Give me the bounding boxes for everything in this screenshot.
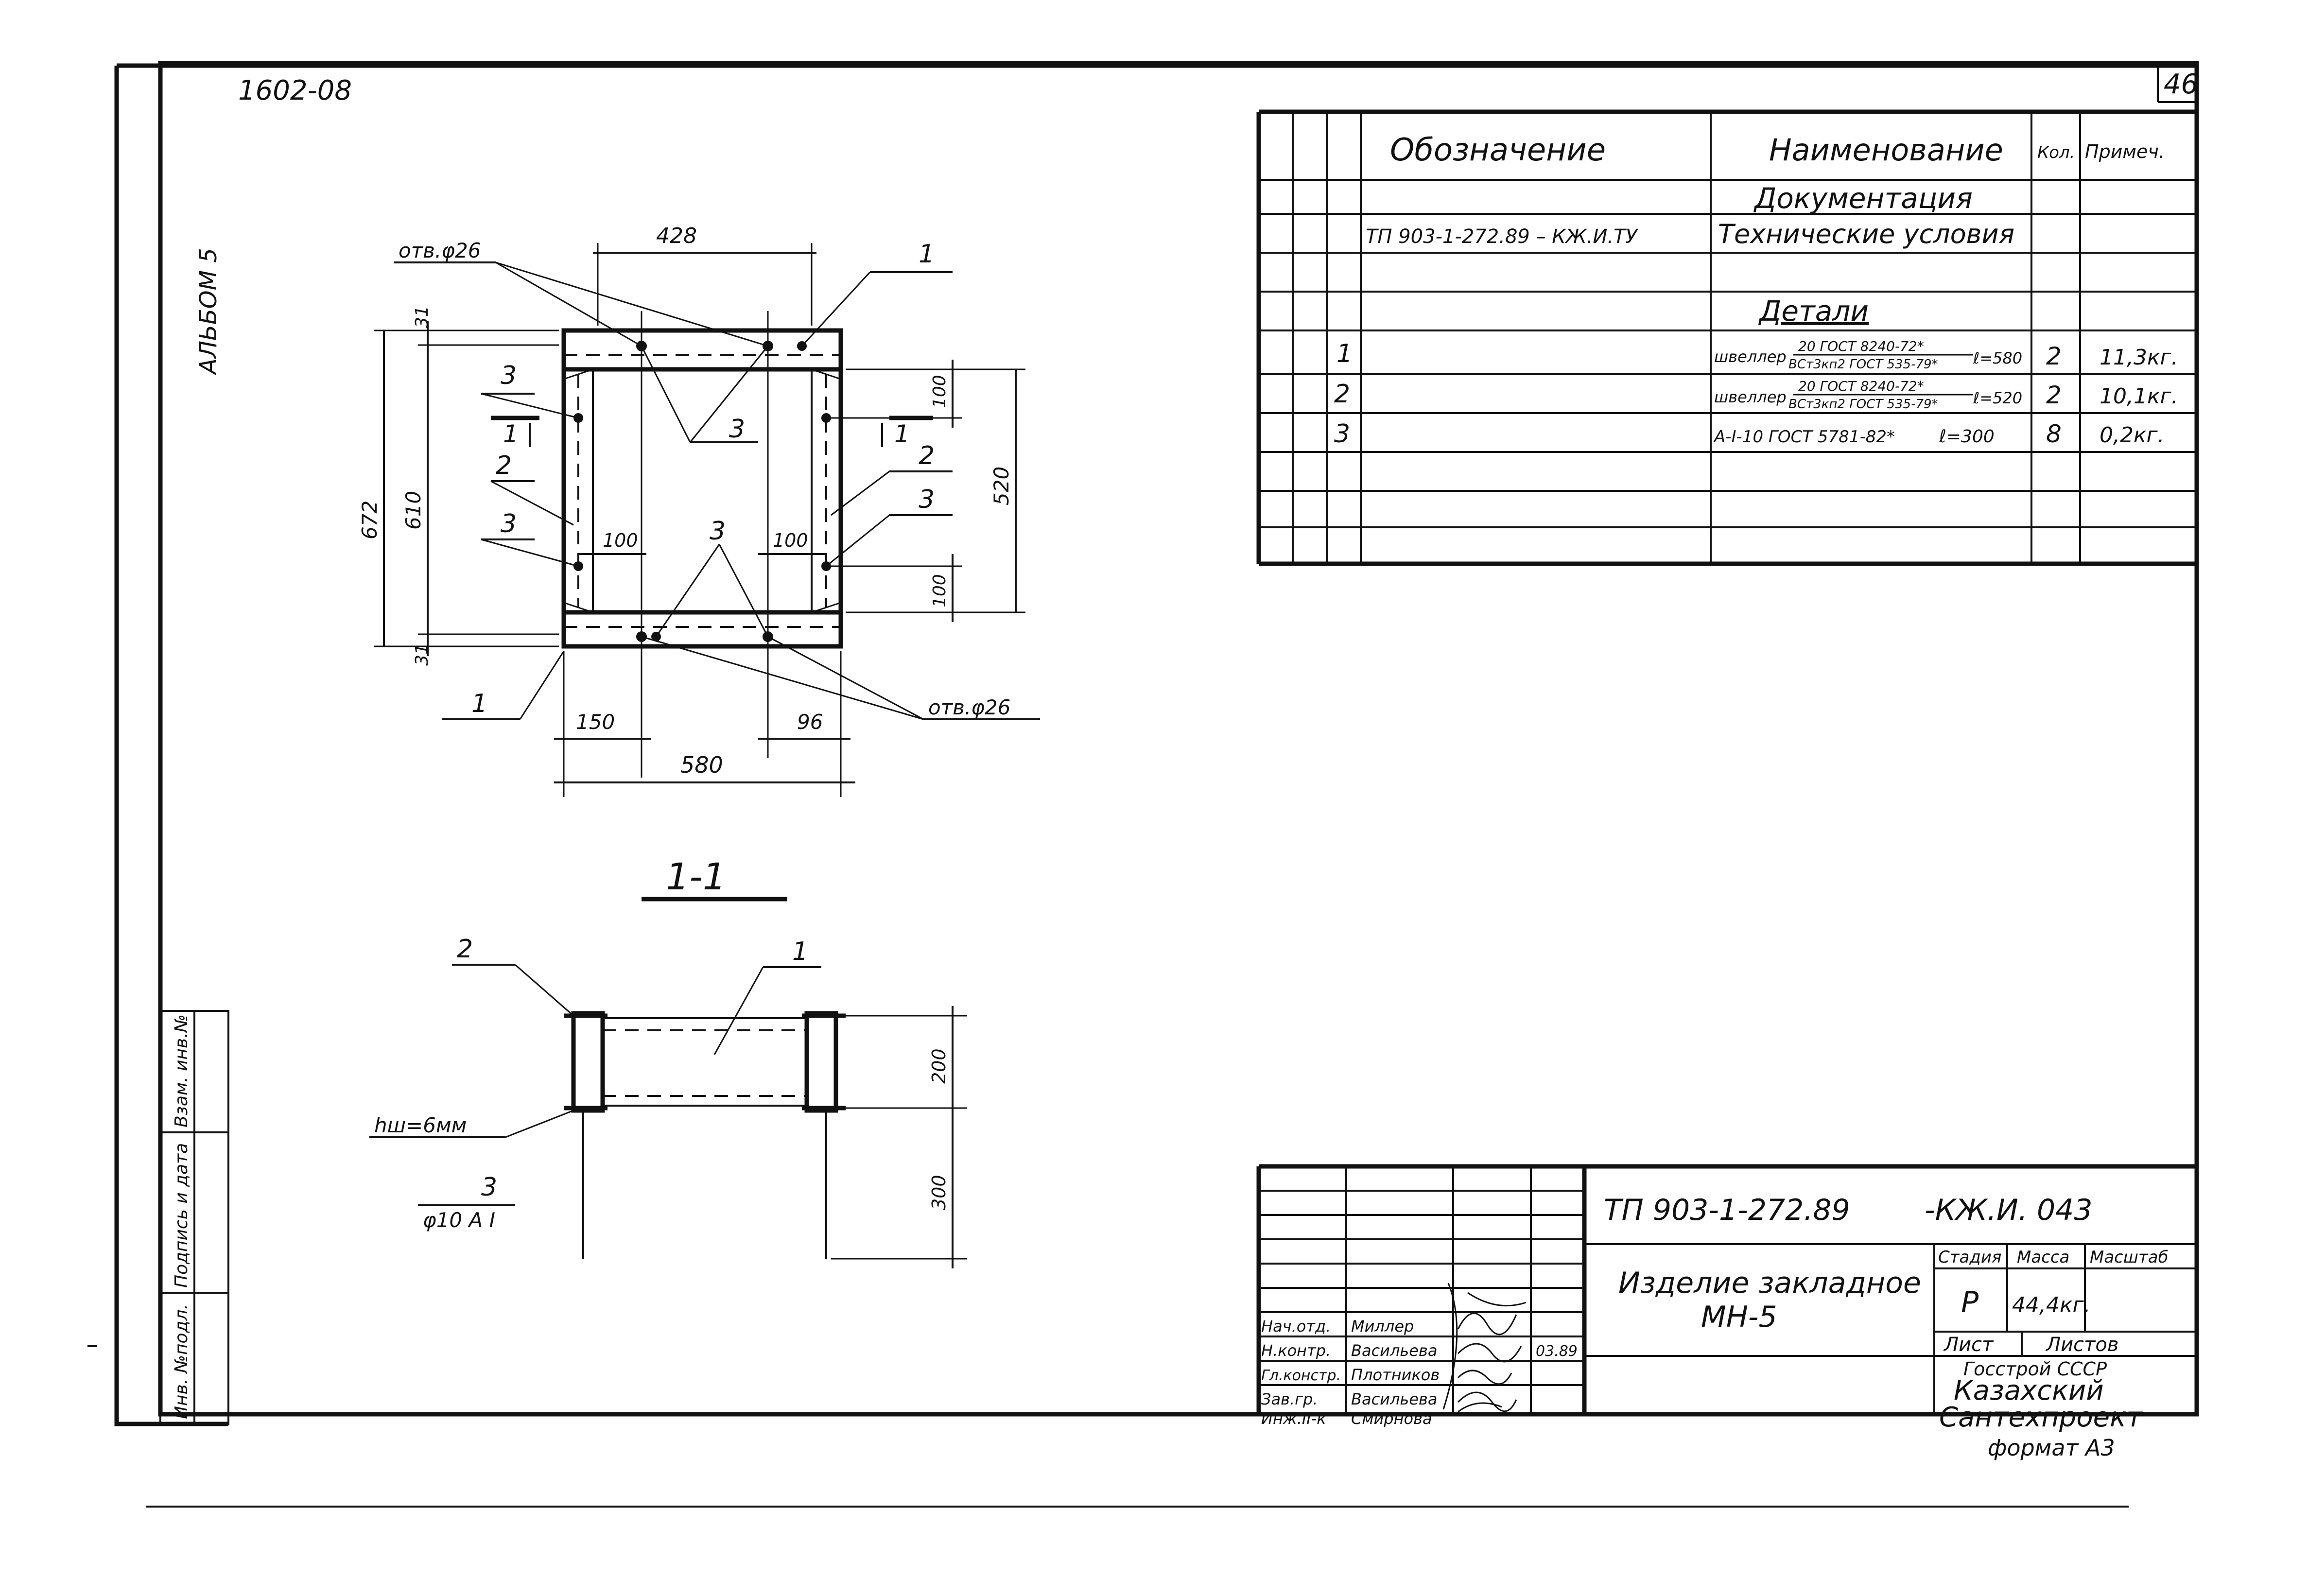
spec-row-pos: 3	[1334, 419, 1350, 449]
spec-table	[1256, 109, 2197, 566]
spec-row-qty: 2	[2046, 381, 2062, 409]
signature-name: Васильева	[1351, 1341, 1437, 1360]
section-pos-1: 1	[792, 937, 808, 966]
plan-pos-3-centre: 3	[729, 415, 745, 444]
section-title: 1-1	[666, 855, 726, 898]
plan-pos-1-bottom: 1	[471, 689, 487, 718]
spec-row-length: ℓ=580	[1973, 349, 2022, 367]
spec-row-frac-bottom: ВСт3кп2 ГОСТ 535-79*	[1788, 357, 1938, 372]
spec-row-note: 10,1кг.	[2100, 384, 2178, 409]
spec-row-qty: 2	[2046, 342, 2062, 370]
plan-dim-100-right-bottom: 100	[930, 574, 950, 607]
spec-header-note: Примеч.	[2085, 141, 2165, 162]
signature-role: Зав.гр.	[1261, 1390, 1318, 1408]
spec-row-frac-top: 20 ГОСТ 8240-72*	[1798, 378, 1924, 394]
plan-hole-label-bottom: отв.φ26	[928, 695, 1010, 719]
plan-dim-31-top: 31	[412, 306, 432, 328]
signature-role: Нач.отд.	[1261, 1317, 1331, 1336]
spec-row-frac-top: 20 ГОСТ 8240-72*	[1798, 338, 1924, 354]
format-label: формат А3	[1988, 1435, 2115, 1461]
spec-doc-name: Технические условия	[1718, 219, 2014, 249]
signature-name: Миллер	[1351, 1317, 1414, 1336]
plan-dim-428: 428	[656, 224, 697, 248]
plan-pos-3-bottom-left: 3	[501, 509, 517, 538]
plan-dim-100-right-top: 100	[930, 375, 950, 408]
title-product-mark: МН-5	[1701, 1300, 1777, 1334]
section-dim-300: 300	[928, 1175, 950, 1210]
spec-header-name: Наименование	[1769, 132, 2003, 168]
plan-pos-1-top: 1	[919, 240, 935, 269]
side-stamp-inv: Инв. №подл.	[172, 1304, 191, 1419]
spec-row-pos: 1	[1336, 339, 1353, 368]
sheet-number: 46	[2164, 69, 2198, 100]
side-stamp-replace: Взам. инв.№	[172, 1014, 191, 1128]
plan-pos-2-right: 2	[919, 441, 935, 470]
spec-row-note: 11,3кг.	[2100, 345, 2178, 370]
spec-section-parts: Детали	[1758, 295, 1869, 328]
plan-hole-label-top: отв.φ26	[399, 239, 481, 262]
album-label: АЛЬБОМ 5	[195, 248, 222, 376]
spec-row-pos: 2	[1334, 380, 1350, 409]
spec-doc-designation: ТП 903-1-272.89 – КЖ.И.ТУ	[1366, 226, 1639, 248]
album-code: 1602-08	[238, 75, 352, 106]
section-pos-2: 2	[457, 935, 473, 964]
title-scale-label: Масштаб	[2090, 1248, 2169, 1267]
plan-dim-580: 580	[680, 752, 723, 778]
section-dim-200: 200	[928, 1048, 950, 1084]
spec-header-qty: Кол.	[2037, 143, 2075, 162]
spec-row-frac-bottom: ВСт3кп2 ГОСТ 535-79*	[1788, 397, 1938, 412]
plan-cut-mark-right: 1	[894, 420, 910, 448]
signature-name: Смирнова	[1351, 1409, 1432, 1428]
spec-row-name: швеллер	[1714, 388, 1787, 406]
spec-row-length: ℓ=300	[1939, 427, 1995, 447]
signature-role: Инж.II-к	[1261, 1409, 1326, 1428]
spec-row-name: швеллер	[1714, 347, 1787, 366]
title-stage: Р	[1961, 1285, 1979, 1319]
title-product-name: Изделие закладное	[1618, 1266, 1921, 1300]
spec-row-qty: 8	[2046, 420, 2062, 448]
plan-dim-672: 672	[358, 501, 382, 539]
section-pos-3: 3	[481, 1173, 497, 1202]
signature-role: Гл.констр.	[1261, 1367, 1341, 1384]
plan-dim-150: 150	[576, 710, 615, 734]
section-rebar: φ10 А I	[423, 1208, 495, 1232]
spec-row-note: 0,2кг.	[2100, 423, 2165, 448]
signature-name: Васильева	[1351, 1390, 1437, 1408]
title-code-suffix: -КЖ.И. 043	[1925, 1193, 2093, 1227]
plan-pos-3-bottom-centre: 3	[710, 517, 726, 546]
title-code: ТП 903-1-272.89	[1604, 1193, 1850, 1227]
spec-row-name: А-I-10 ГОСТ 5781-82*	[1713, 427, 1895, 447]
title-block	[1256, 1164, 2197, 1414]
plan-dim-100-inner-left: 100	[603, 530, 638, 551]
side-stamp	[159, 1010, 229, 1425]
title-org-3: Сантехпроект	[1939, 1402, 2143, 1433]
spec-section-docs: Документация	[1753, 182, 1973, 215]
plan-pos-2-left: 2	[496, 451, 512, 480]
section-view	[369, 964, 967, 1268]
title-mass-label: Масса	[2017, 1248, 2069, 1267]
plan-cut-mark-left: 1	[503, 420, 519, 448]
spec-header-designation: Обозначение	[1390, 132, 1606, 168]
section-weld: hш=6мм	[374, 1113, 467, 1137]
title-org-1: Госстрой СССР	[1963, 1358, 2107, 1380]
spec-row-length: ℓ=520	[1973, 389, 2022, 407]
signature-date: 03.89	[1536, 1343, 1578, 1360]
plan-pos-3-top-left: 3	[501, 361, 517, 390]
title-mass: 44,4кг.	[2012, 1293, 2091, 1318]
plan-view	[374, 243, 1040, 797]
plan-dim-31-bottom: 31	[412, 643, 432, 666]
plan-dim-610: 610	[401, 491, 425, 530]
title-org-2: Казахский	[1954, 1375, 2104, 1406]
plan-dim-96: 96	[797, 710, 823, 734]
title-sheets-label: Листов	[2045, 1334, 2118, 1356]
plan-dim-520: 520	[989, 467, 1013, 505]
signature-role: Н.контр.	[1261, 1341, 1331, 1360]
plan-pos-3-right: 3	[919, 485, 935, 514]
plan-dim-100-inner-right: 100	[773, 530, 808, 551]
title-sheet-label: Лист	[1943, 1334, 1994, 1356]
side-stamp-sign: Подпись и дата	[172, 1143, 191, 1288]
signature-name: Плотников	[1351, 1366, 1440, 1384]
title-stage-label: Стадия	[1938, 1248, 2001, 1267]
